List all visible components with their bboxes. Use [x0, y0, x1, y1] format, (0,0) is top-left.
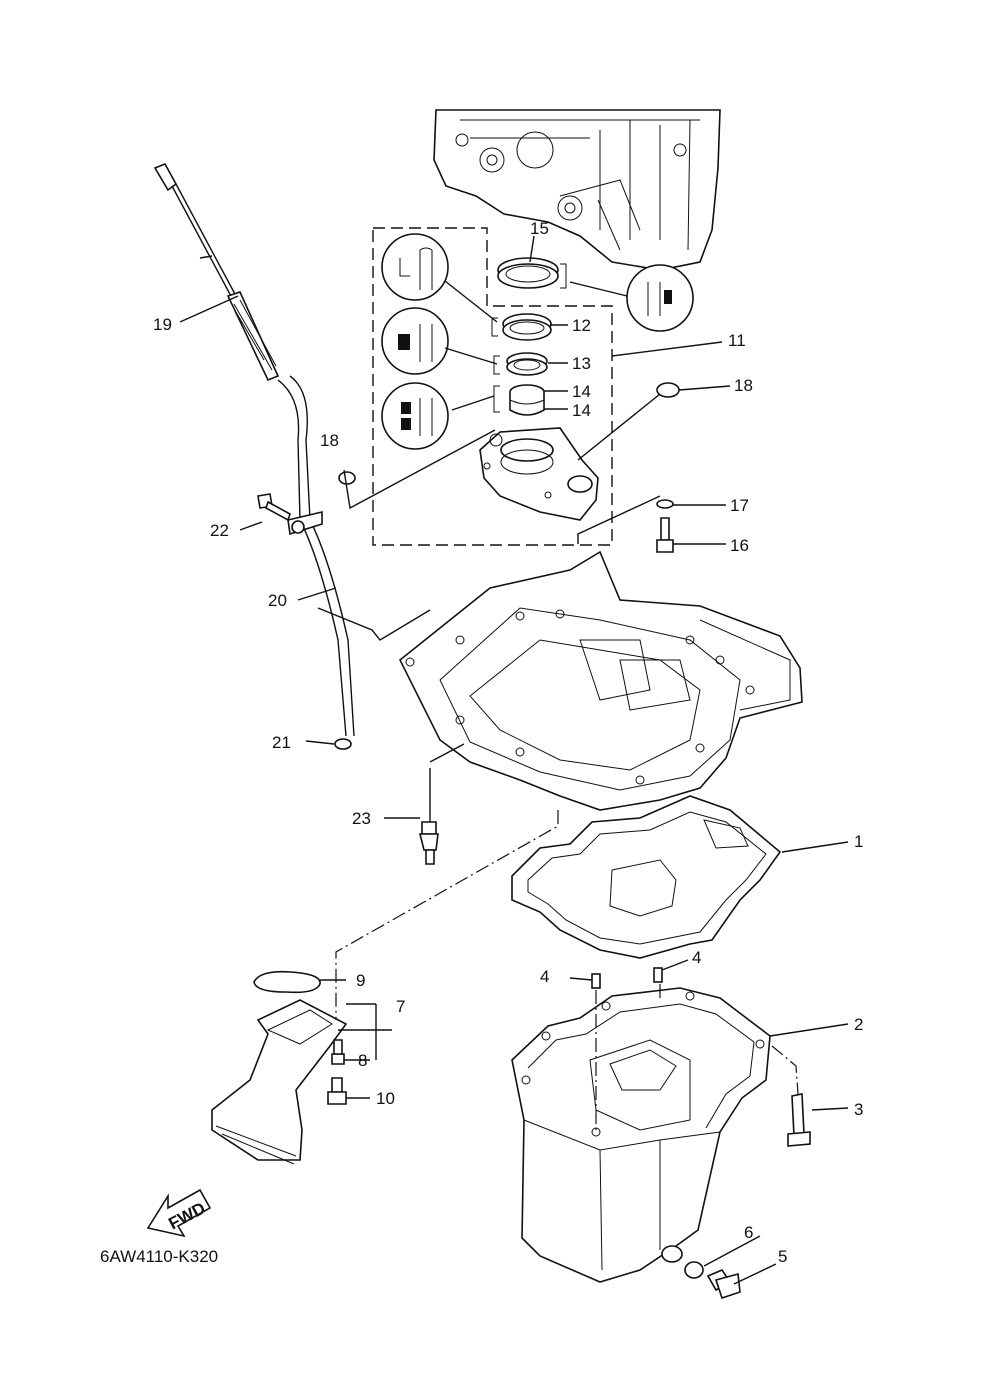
seal-detail-callouts — [381, 233, 694, 450]
callout-1: 1 — [854, 832, 863, 851]
callout-8: 8 — [358, 1051, 367, 1070]
callout-11: 11 — [728, 331, 746, 350]
callout-21: 21 — [272, 733, 291, 752]
oil-seals — [491, 257, 567, 416]
callout-18a: 18 — [320, 431, 339, 450]
callout-15: 15 — [530, 219, 549, 238]
callout-5: 5 — [778, 1247, 787, 1266]
callout-3: 3 — [854, 1100, 863, 1119]
oil-pump-housing — [479, 427, 599, 521]
bolt-10 — [327, 1077, 347, 1105]
washer-17 — [656, 499, 674, 509]
bolt-3 — [787, 1093, 811, 1147]
gasket-1 — [511, 795, 782, 959]
callout-7: 7 — [396, 997, 405, 1016]
sensor-23 — [418, 821, 439, 865]
callout-18b: 18 — [734, 376, 753, 395]
assembly-boundary — [372, 227, 613, 546]
callout-19: 19 — [153, 315, 172, 334]
oil-pan-2 — [511, 987, 771, 1283]
leader-lines — [179, 235, 849, 1285]
callout-16: 16 — [730, 536, 749, 555]
callout-6: 6 — [744, 1223, 753, 1242]
bolt-16 — [656, 517, 674, 553]
dipstick-guide-20 — [277, 375, 355, 737]
bolt-8 — [331, 1039, 345, 1065]
o-ring-21 — [334, 738, 352, 750]
callout-22: 22 — [210, 521, 229, 540]
callout-23: 23 — [352, 809, 371, 828]
dowel-pin-4b — [653, 967, 663, 983]
forward-arrow-icon: FWD — [146, 1188, 212, 1238]
callout-4b: 4 — [692, 948, 701, 967]
callout-labels: 15 12 13 14 14 11 18 17 16 18 19 22 20 2… — [153, 219, 863, 1266]
dipstick-19 — [153, 162, 280, 382]
callout-14b: 14 — [572, 401, 591, 420]
callout-13: 13 — [572, 354, 591, 373]
callout-9: 9 — [356, 971, 365, 990]
bolt-22 — [257, 493, 291, 522]
oil-strainer-7 — [211, 999, 348, 1165]
dowel-pin-4a — [591, 973, 601, 989]
reference-code: 6AW4110-K320 — [100, 1247, 218, 1266]
callout-17: 17 — [730, 496, 749, 515]
callout-14a: 14 — [572, 382, 591, 401]
o-ring-18b — [656, 382, 680, 398]
o-ring-18a — [338, 471, 356, 485]
drain-bolt-5 — [706, 1269, 741, 1300]
callout-2: 2 — [854, 1015, 863, 1034]
gasket-9 — [253, 970, 321, 994]
washer-6 — [684, 1261, 704, 1279]
callout-20: 20 — [268, 591, 287, 610]
callout-12: 12 — [572, 316, 591, 335]
exhaust-guide — [398, 550, 803, 811]
callout-10: 10 — [376, 1089, 395, 1108]
callout-4a: 4 — [540, 967, 549, 986]
engine-block — [433, 109, 721, 271]
